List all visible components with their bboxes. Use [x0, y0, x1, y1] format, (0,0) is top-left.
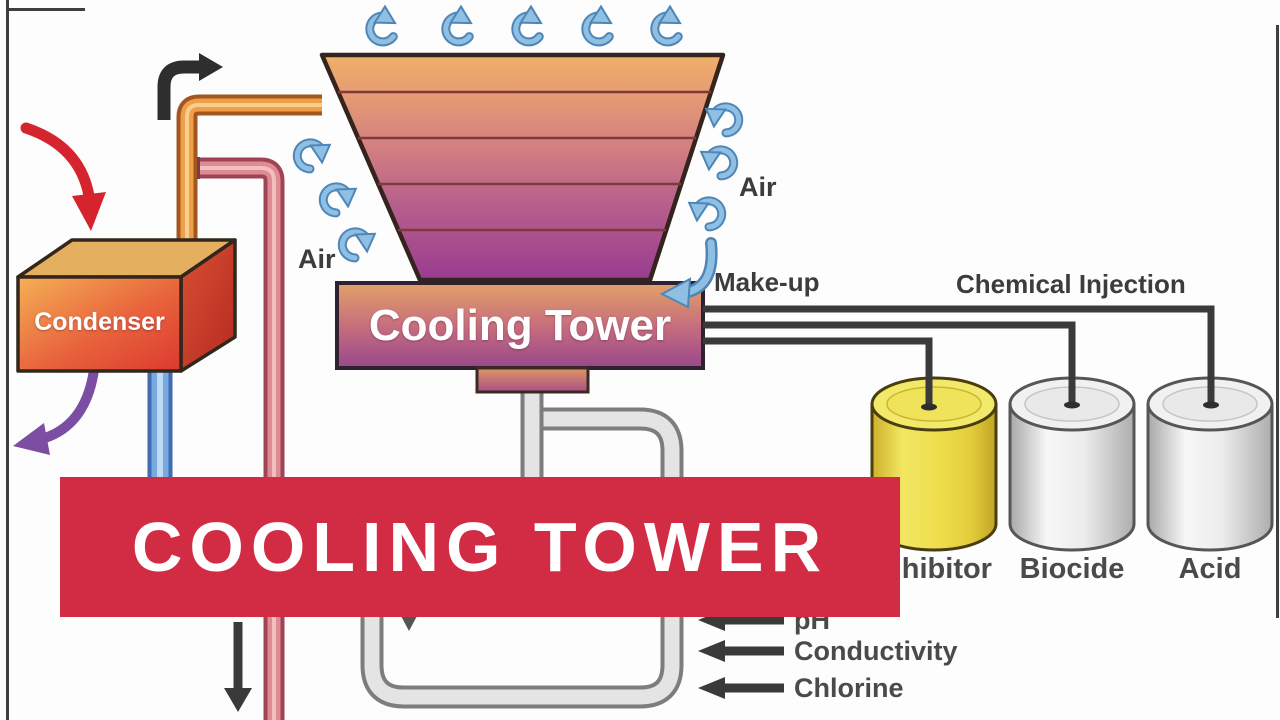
chilled-water-arrow-icon [13, 365, 99, 455]
condenser-label: Condenser [34, 308, 165, 336]
tower-label: Cooling Tower [368, 301, 672, 350]
makeup-label: Make-up [714, 267, 820, 297]
heat-in-arrow-icon [20, 122, 106, 231]
monitor-chlorine-label: Chlorine [794, 673, 904, 703]
air-left-label: Air [298, 244, 336, 274]
chemical-injection-label: Chemical Injection [956, 269, 1186, 299]
tank-biocide-label: Biocide [1019, 553, 1125, 585]
cooling-tower-body [319, 52, 726, 283]
sample-loop-pipe [360, 390, 684, 709]
tank-acid-label: Acid [1178, 553, 1242, 585]
cold-water-pipe [197, 157, 285, 720]
title-banner-text: COOLING TOWER [131, 508, 829, 586]
title-banner: COOLING TOWER [60, 477, 900, 617]
flow-arrow-icon [401, 616, 417, 631]
monitor-conductivity-label: Conductivity [794, 636, 958, 666]
air-right-label: Air [739, 172, 777, 202]
tank-inhibitor [870, 376, 998, 552]
hot-water-pipe [176, 94, 322, 243]
monitor-arrows [698, 609, 784, 699]
frame-border [6, 0, 1279, 720]
makeup-arrow-icon [659, 237, 718, 309]
air-swirls-top [366, 5, 683, 44]
condenser-box [16, 238, 237, 373]
tower-banner [335, 281, 705, 394]
blowdown-arrow-icon [224, 622, 252, 712]
chemical-injection-lines [703, 305, 1219, 411]
vapor-arrow-icon [157, 53, 223, 120]
